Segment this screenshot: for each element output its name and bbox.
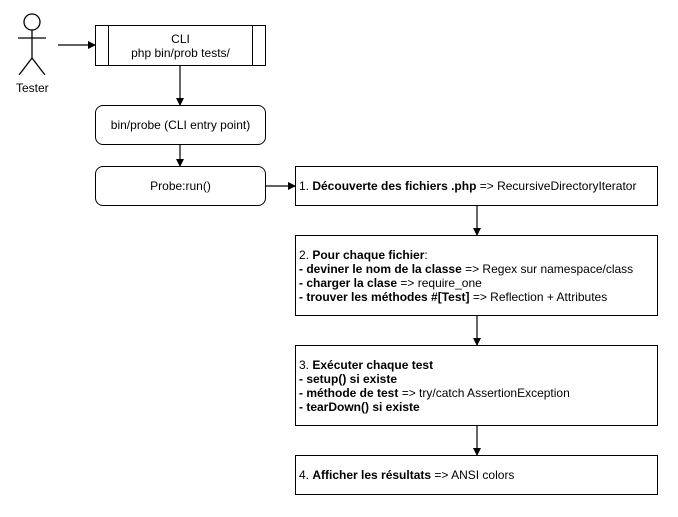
step1-bold: Découverte des fichiers .php — [312, 179, 477, 193]
step3-line: - setup() si existe — [299, 372, 657, 386]
step2-heading-rest: : — [424, 247, 428, 262]
step3-line-detail: => try/catch AssertionException — [398, 385, 570, 400]
cli-title: CLI — [171, 31, 190, 46]
step3-heading-bold: Exécuter chaque test — [312, 357, 434, 372]
step2-heading-bold: Pour chaque fichier — [312, 247, 425, 262]
step3-line-bold: - tearDown() si existe — [299, 399, 420, 414]
step2-line-detail: => Reflection + Attributes — [469, 289, 608, 304]
step2-line: - deviner le nom de la classe => Regex s… — [299, 262, 657, 276]
step2-heading: 2. Pour chaque fichier: — [299, 248, 657, 262]
step3-node: 3. Exécuter chaque test - setup() si exi… — [295, 345, 658, 426]
cli-command: php bin/prob tests/ — [131, 45, 230, 60]
step3-number: 3. — [299, 357, 313, 372]
step4-detail: => ANSI colors — [431, 468, 515, 482]
step3-line-bold: - méthode de test — [299, 385, 399, 400]
step3-line-bold: - setup() si existe — [299, 371, 398, 386]
step2-line: - trouver les méthodes #[Test] => Reflec… — [299, 290, 657, 304]
step2-line: - charger la clase => require_one — [299, 276, 657, 290]
step2-line-bold: - trouver les méthodes #[Test] — [299, 289, 470, 304]
probe-run-node: Probe:run() — [95, 166, 266, 206]
step4-node: 4. Afficher les résultats => ANSI colors — [295, 455, 658, 495]
step2-line-detail: => Regex sur namespace/class — [461, 261, 634, 276]
step2-node: 2. Pour chaque fichier: - deviner le nom… — [295, 235, 658, 316]
step4-number: 4. — [299, 468, 313, 482]
entry-point-label: bin/probe (CLI entry point) — [110, 118, 251, 132]
step3-line: - méthode de test => try/catch Assertion… — [299, 386, 657, 400]
step4-bold: Afficher les résultats — [312, 468, 432, 482]
tester-actor-label: Tester — [16, 81, 49, 95]
step3-line: - tearDown() si existe — [299, 400, 657, 414]
step3-heading: 3. Exécuter chaque test — [299, 358, 657, 372]
step2-number: 2. — [299, 247, 313, 262]
step1-number: 1. — [299, 179, 313, 193]
entry-point-node: bin/probe (CLI entry point) — [95, 105, 266, 145]
step2-line-bold: - charger la clase — [299, 275, 398, 290]
cli-right-bar — [252, 26, 253, 65]
step4-text: 4. Afficher les résultats => ANSI colors — [299, 468, 657, 482]
step1-text: 1. Découverte des fichiers .php => Recur… — [299, 179, 657, 193]
cli-node: CLI php bin/prob tests/ — [95, 25, 266, 66]
tester-actor-figure — [18, 13, 46, 76]
step2-line-detail: => require_one — [397, 275, 482, 290]
step1-detail: => RecursiveDirectoryIterator — [476, 179, 637, 193]
step2-line-bold: - deviner le nom de la classe — [299, 261, 462, 276]
step1-node: 1. Découverte des fichiers .php => Recur… — [295, 166, 658, 206]
cli-left-bar — [108, 26, 109, 65]
probe-run-label: Probe:run() — [150, 179, 211, 193]
